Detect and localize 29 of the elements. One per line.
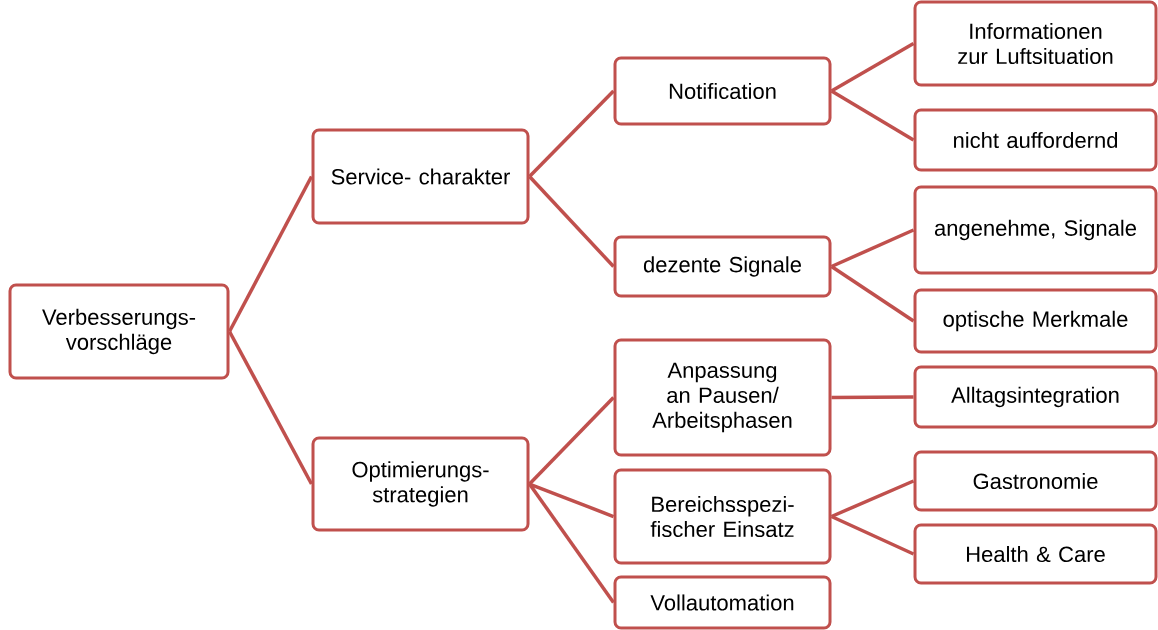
connector-line bbox=[528, 89, 615, 178]
process-box: Bereichsspezi- fischer Einsatz bbox=[613, 468, 832, 565]
process-box: Optimierungs- strategien bbox=[311, 436, 530, 532]
process-box: angenehme, Signale bbox=[913, 185, 1158, 275]
process-box: Service- charakter bbox=[311, 128, 530, 225]
connector-line bbox=[528, 483, 615, 604]
connector-line bbox=[528, 175, 615, 268]
connector-line bbox=[528, 482, 615, 519]
connector-line bbox=[227, 175, 314, 333]
connector-line bbox=[830, 479, 915, 519]
process-box: Vollautomation bbox=[613, 575, 832, 630]
connector-line bbox=[830, 228, 915, 269]
connector-line bbox=[830, 42, 915, 93]
process-box: Gastronomie bbox=[913, 450, 1158, 512]
connector-line bbox=[830, 265, 915, 323]
process-box: dezente Signale bbox=[613, 235, 832, 298]
connector-line bbox=[227, 330, 314, 485]
connector-line bbox=[528, 396, 615, 486]
process-box: Notification bbox=[613, 56, 832, 126]
connector-line bbox=[830, 89, 915, 142]
connector-line bbox=[830, 514, 915, 556]
process-box: Alltagsintegration bbox=[913, 365, 1158, 429]
process-box: Anpassung an Pausen/ Arbeitsphasen bbox=[613, 338, 832, 457]
process-box: nicht auffordernd bbox=[913, 108, 1158, 172]
process-box: Verbesserungs- vorschläge bbox=[8, 283, 230, 380]
connector-line bbox=[831, 395, 914, 400]
process-box: Health & Care bbox=[913, 523, 1158, 585]
process-box: Informationen zur Luftsituation bbox=[913, 0, 1158, 87]
process-box: optische Merkmale bbox=[913, 288, 1158, 354]
